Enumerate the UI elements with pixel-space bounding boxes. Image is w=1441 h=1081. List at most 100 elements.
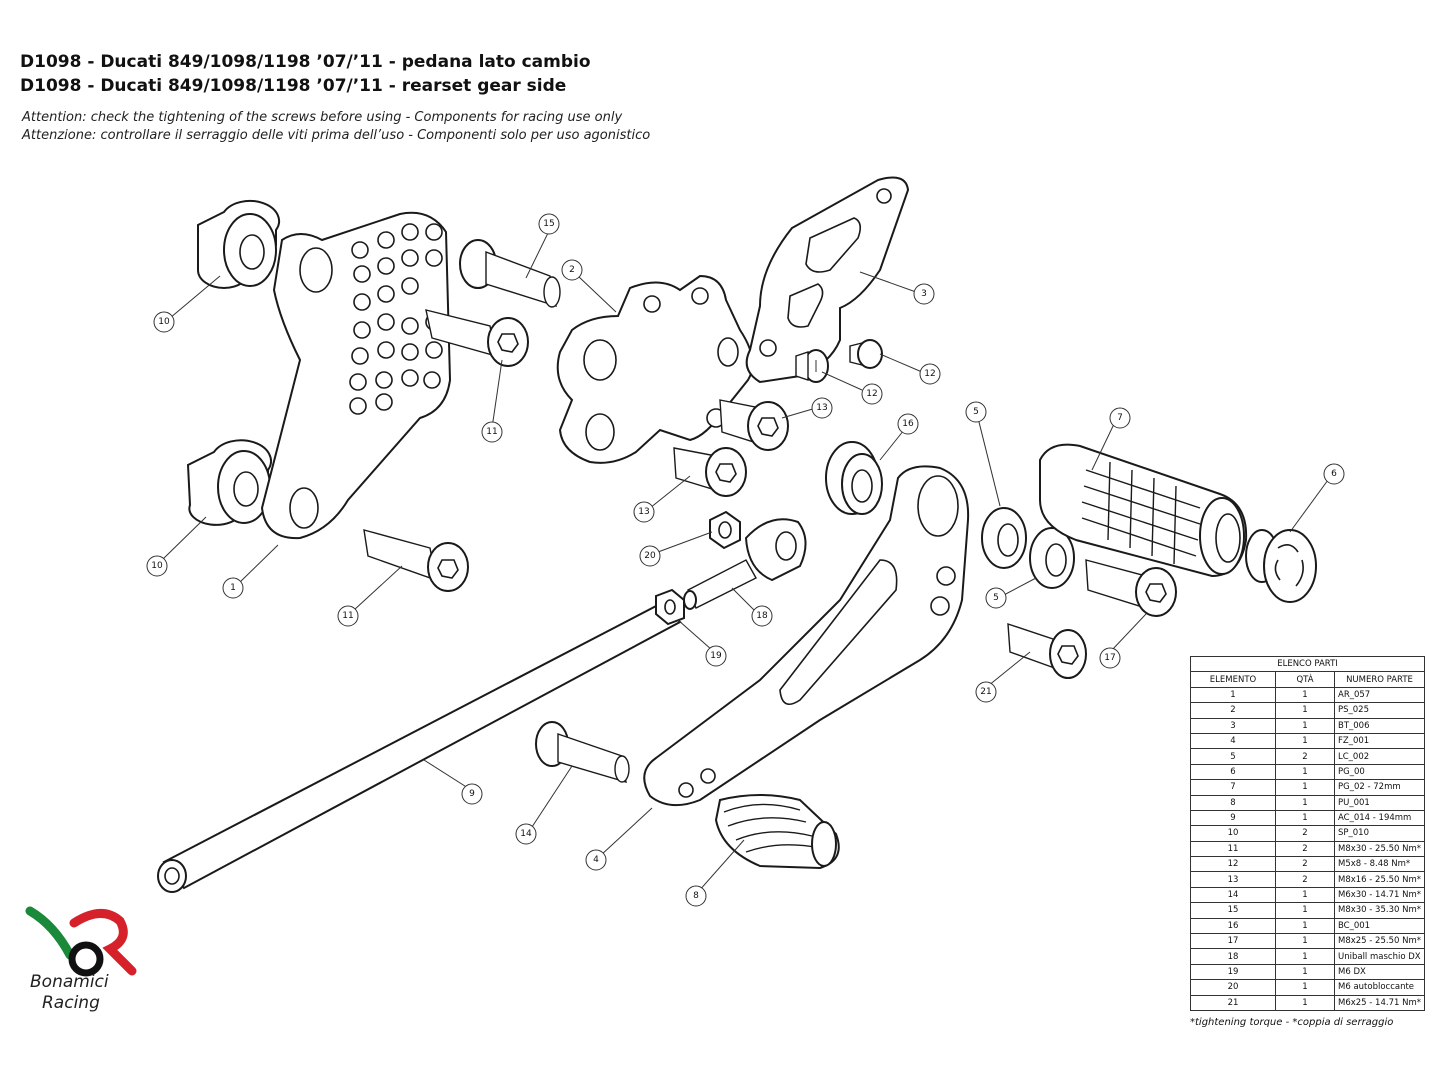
callout-18: 18: [751, 605, 773, 627]
logo-red-loop: [69, 909, 137, 976]
part-number-cell: M8x16 - 25.50 Nm*: [1334, 871, 1425, 888]
callout-11-lower: 11: [337, 605, 359, 627]
part-number-cell: BT_006: [1334, 717, 1425, 734]
part-number-cell: M8x30 - 35.30 Nm*: [1334, 902, 1425, 919]
element-cell: 9: [1190, 809, 1276, 827]
part-number-cell: PU_001: [1334, 794, 1425, 811]
callout-15: 15: [538, 213, 560, 235]
svg-text:5: 5: [973, 407, 979, 417]
screw-12-b: [849, 339, 883, 369]
callout-1: 1: [222, 577, 244, 599]
part-number-cell: Uniball maschio DX: [1334, 948, 1425, 965]
svg-text:1: 1: [230, 583, 236, 593]
callout-3: 3: [913, 283, 935, 305]
qty-cell: 1: [1275, 933, 1335, 950]
qty-cell: 2: [1275, 840, 1335, 858]
spacer-10-upper: [197, 199, 281, 289]
callout-14: 14: [515, 823, 537, 845]
footpeg-7: [1039, 443, 1248, 578]
column-header-qty: QTÀ: [1275, 671, 1335, 688]
callout-10-upper: 10: [153, 311, 175, 333]
callout-10-lower: 10: [146, 555, 168, 577]
attention-note-italian: Attenzione: controllare il serraggio del…: [22, 128, 651, 143]
element-cell: 17: [1190, 933, 1276, 950]
part-number-cell: M6x30 - 14.71 Nm*: [1334, 886, 1425, 904]
qty-cell: 1: [1275, 963, 1335, 981]
element-cell: 6: [1190, 763, 1276, 781]
svg-text:8: 8: [693, 891, 699, 901]
svg-text:16: 16: [902, 419, 914, 429]
svg-text:10: 10: [158, 317, 170, 327]
element-cell: 7: [1190, 779, 1276, 796]
svg-text:12: 12: [924, 369, 935, 379]
end-cap-6: [1245, 529, 1317, 603]
column-header-element: ELEMENTO: [1190, 671, 1276, 688]
heel-guard-3: [745, 176, 910, 384]
element-cell: 13: [1190, 871, 1276, 888]
element-cell: 4: [1190, 732, 1276, 750]
screw-13-lower: [673, 447, 747, 497]
qty-cell: 1: [1275, 702, 1335, 719]
svg-text:10: 10: [151, 561, 163, 571]
qty-cell: 1: [1275, 809, 1335, 827]
qty-cell: 1: [1275, 902, 1335, 919]
linkage-rod-9: [157, 602, 682, 893]
element-cell: 15: [1190, 902, 1276, 919]
callout-20: 20: [639, 545, 661, 567]
part-number-cell: M6x25 - 14.71 Nm*: [1334, 994, 1425, 1011]
hanger-plate-1: [260, 211, 452, 540]
part-number-cell: M8x30 - 25.50 Nm*: [1334, 840, 1425, 858]
element-cell: 19: [1190, 963, 1276, 981]
qty-cell: 1: [1275, 779, 1335, 796]
callout-5-upper: 5: [965, 401, 987, 423]
qty-cell: 1: [1275, 732, 1335, 750]
part-number-cell: SP_010: [1334, 825, 1425, 842]
qty-cell: 2: [1275, 748, 1335, 765]
svg-text:2: 2: [569, 265, 575, 275]
screw-13-upper: [719, 399, 789, 451]
callout-4: 4: [585, 849, 607, 871]
part-number-cell: M6 DX: [1334, 963, 1425, 981]
qty-cell: 1: [1275, 763, 1335, 781]
qty-cell: 1: [1275, 917, 1335, 935]
part-number-cell: AR_057: [1334, 686, 1425, 704]
part-number-cell: FZ_001: [1334, 732, 1425, 750]
attention-note-english: Attention: check the tightening of the s…: [22, 110, 623, 125]
qty-cell: 2: [1275, 856, 1335, 873]
title-italian: D1098 - Ducati 849/1098/1198 ’07/’11 - p…: [20, 52, 591, 72]
part-number-cell: BC_001: [1334, 917, 1425, 935]
callout-21: 21: [975, 681, 997, 703]
callout-11-upper: 11: [481, 421, 503, 443]
qty-cell: 2: [1275, 871, 1335, 888]
svg-text:13: 13: [638, 507, 649, 517]
part-number-cell: M8x25 - 25.50 Nm*: [1334, 933, 1425, 950]
qty-cell: 1: [1275, 948, 1335, 965]
element-cell: 1: [1190, 686, 1276, 704]
element-cell: 16: [1190, 917, 1276, 935]
callout-13-upper: 13: [811, 397, 833, 419]
qty-cell: 2: [1275, 825, 1335, 842]
nut-20: [709, 510, 741, 550]
svg-text:6: 6: [1331, 469, 1337, 479]
parts-list-table: ELENCO PARTI ELEMENTO QTÀ NUMERO PARTE 1…: [1190, 655, 1425, 1011]
pin-15: [459, 239, 561, 308]
svg-text:21: 21: [980, 687, 991, 697]
screw-21: [1007, 623, 1087, 679]
callout-6: 6: [1323, 463, 1345, 485]
callout-16: 16: [897, 413, 919, 435]
svg-text:19: 19: [710, 651, 722, 661]
